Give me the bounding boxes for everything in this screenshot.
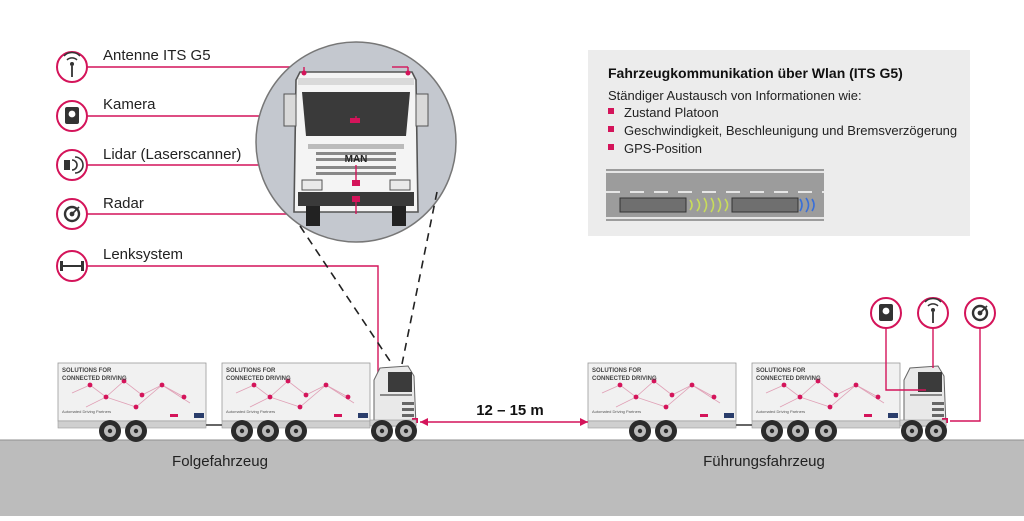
leader-camera-sensor [870, 297, 926, 391]
bullet-icon [608, 126, 614, 132]
truck-front-closeup: MAN [255, 41, 457, 243]
follower-label: Folgefahrzeug [172, 453, 268, 470]
road-illustration [606, 169, 824, 221]
trailer: SOLUTIONS FOR CONNECTED DRIVING Automate… [57, 362, 207, 429]
trailer-footer: Automated Driving Partners [62, 409, 111, 414]
leader-label: Führungsfahrzeug [703, 453, 825, 470]
truck-box: SOLUTIONS FOR CONNECTED DRIVING Automate… [751, 362, 901, 429]
radar-label: Radar [103, 195, 144, 212]
trailer-footer: Automated Driving Partners [592, 409, 641, 414]
truck-logo: MAN [345, 154, 368, 165]
info-item-1: Zustand Platoon [624, 105, 719, 120]
trailer-text-line1: SOLUTIONS FOR [592, 368, 642, 374]
distance-label: 12 – 15 m [476, 402, 544, 419]
trailer: SOLUTIONS FOR CONNECTED DRIVING Automate… [587, 362, 737, 429]
lidar-icon [64, 156, 84, 174]
lidar-label: Lidar (Laserscanner) [103, 146, 241, 163]
camera-label: Kamera [103, 96, 156, 113]
sensor-lidar: Lidar (Laserscanner) [56, 146, 356, 181]
truck-box-footer: Automated Driving Partners [226, 409, 275, 414]
info-subtitle: Ständiger Austausch von Informationen wi… [608, 88, 862, 103]
truck-box-footer: Automated Driving Partners [756, 409, 805, 414]
radar-icon [971, 304, 989, 322]
truck-box-text-line2: CONNECTED DRIVING [756, 376, 821, 382]
steering-label: Lenksystem [103, 246, 183, 263]
info-box: Fahrzeugkommunikation über Wlan (ITS G5)… [588, 50, 970, 236]
antenna-label: Antenne ITS G5 [103, 47, 211, 64]
radar-icon [63, 205, 81, 223]
leader-truck: SOLUTIONS FOR CONNECTED DRIVING Automate… [587, 362, 949, 442]
bullet-icon [608, 108, 614, 114]
camera-icon [879, 304, 893, 321]
antenna-icon [63, 51, 81, 77]
ground [0, 440, 1024, 516]
distance-indicator: 12 – 15 m [420, 402, 588, 426]
trailer-text-line2: CONNECTED DRIVING [592, 376, 657, 382]
truck-box-text-line1: SOLUTIONS FOR [226, 368, 276, 374]
truck-box-text-line2: CONNECTED DRIVING [226, 376, 291, 382]
leader-radar-sensor [950, 297, 996, 422]
follower-truck: SOLUTIONS FOR CONNECTED DRIVING Automate… [57, 362, 419, 442]
truck-box-text-line1: SOLUTIONS FOR [756, 368, 806, 374]
bullet-icon [608, 144, 614, 150]
antenna-icon [924, 297, 942, 323]
steering-icon [60, 261, 84, 271]
info-item-3: GPS-Position [624, 141, 702, 156]
info-title: Fahrzeugkommunikation über Wlan (ITS G5) [608, 65, 903, 81]
camera-icon [65, 107, 79, 124]
leader-antenna-sensor [917, 297, 949, 368]
truck-cab [373, 365, 419, 427]
info-item-2: Geschwindigkeit, Beschleunigung und Brem… [624, 123, 957, 138]
sensor-steering: Lenksystem [56, 246, 379, 384]
truck-box: SOLUTIONS FOR CONNECTED DRIVING Automate… [221, 362, 371, 429]
trailer-text-line2: CONNECTED DRIVING [62, 376, 127, 382]
trailer-text-line1: SOLUTIONS FOR [62, 368, 112, 374]
truck-cab [903, 365, 949, 427]
